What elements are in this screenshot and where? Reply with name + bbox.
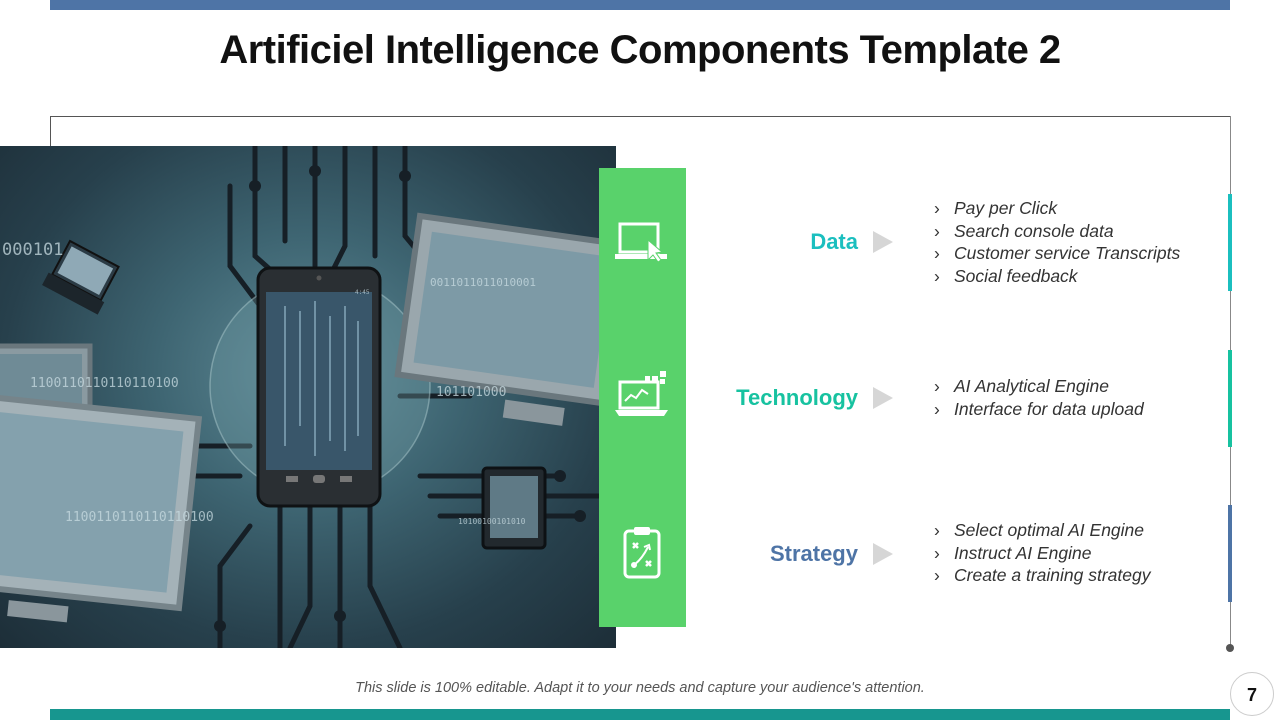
binary-text: 1100110110110110100 [65,510,214,525]
technology-accent-bar [1228,350,1232,447]
section-label-technology: Technology [736,385,858,410]
list-item: ›Select optimal AI Engine [934,520,1145,540]
footer-note: This slide is 100% editable. Adapt it to… [355,680,925,696]
strategy-bullet-list: ›Select optimal AI Engine ›Instruct AI E… [934,519,1151,587]
arrow-right-icon [873,387,893,409]
binary-text: 10100100101010 [458,517,526,526]
binary-text: 1100110110110110100 [30,376,179,391]
list-item: ›Pay per Click [934,198,1058,218]
section-label-data: Data [810,229,858,254]
frame-end-dot [1226,644,1234,652]
technology-bullet-list: ›AI Analytical Engine ›Interface for dat… [934,375,1144,420]
data-accent-bar [1228,194,1232,291]
slide-title: Artificiel Intelligence Components Templ… [219,28,1061,72]
binary-text: 0011011011010001 [430,276,536,289]
list-item: ›Interface for data upload [934,398,1144,419]
list-item: ›Instruct AI Engine [934,542,1092,563]
arrow-right-icon [873,231,893,253]
page-number-badge: 7 [1230,672,1274,716]
top-accent-bar [50,0,1230,10]
strategy-accent-bar [1228,505,1232,602]
list-item: ›Search console data [934,220,1114,241]
clipboard-strategy-icon [623,527,661,579]
phone-time: 4:45 [355,289,370,296]
laptop-cursor-icon [615,222,667,263]
bottom-accent-bar [50,709,1230,720]
arrow-right-icon [873,543,893,565]
data-bullet-list: ›Pay per Click ›Search console data ›Cus… [934,197,1180,287]
binary-text: 101101000 [436,385,506,400]
list-item: ›Create a training strategy [934,565,1151,585]
list-item: ›AI Analytical Engine [934,376,1109,396]
section-label-strategy: Strategy [769,541,858,566]
technology-photo: 000101 1100110110110110100 0011011011010… [0,146,616,648]
icon-panel [599,168,686,627]
binary-text: 000101 [2,240,63,260]
list-item: ›Social feedback [934,265,1078,286]
laptop-chart-icon [615,371,668,416]
list-item: ›Customer service Transcripts [934,243,1181,263]
